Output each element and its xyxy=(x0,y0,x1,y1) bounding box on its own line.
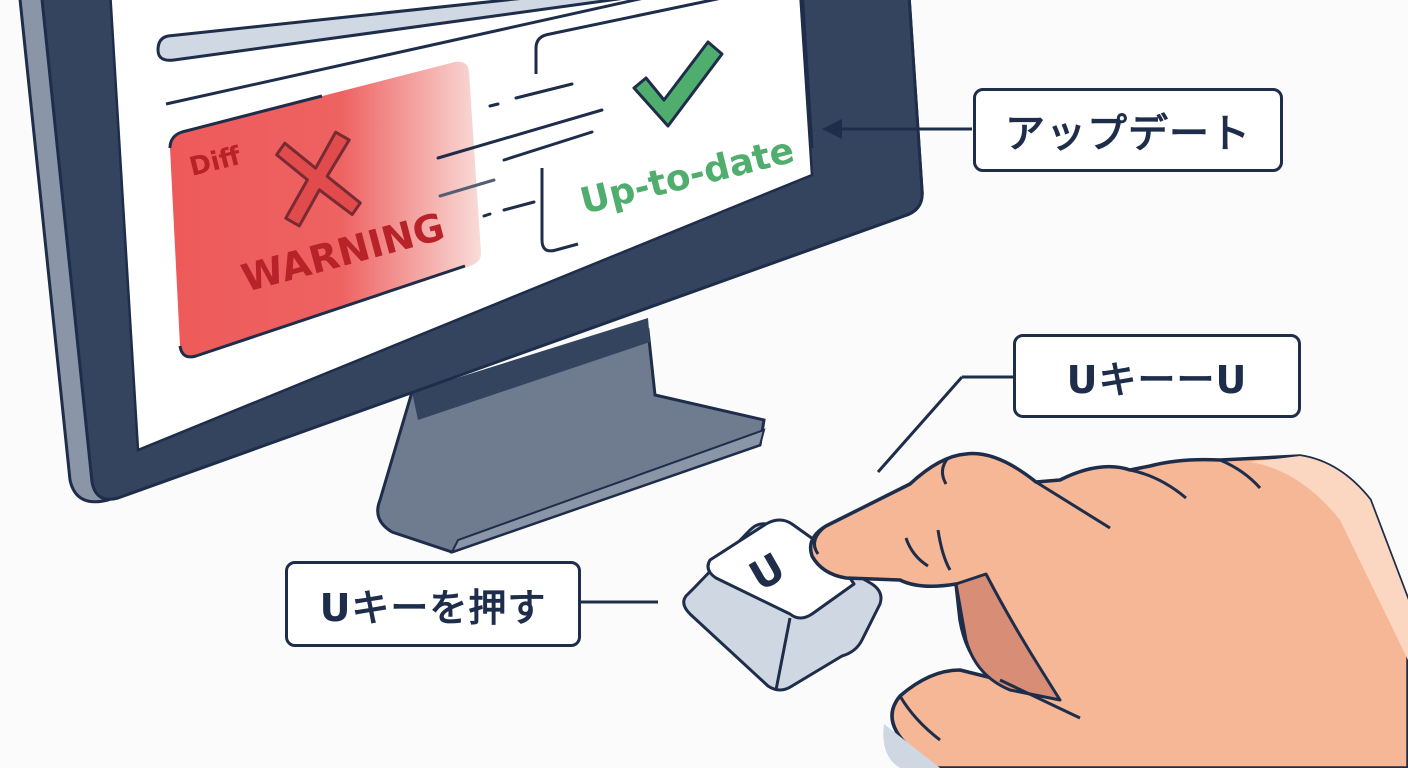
update-arrow xyxy=(822,119,972,139)
screen-content xyxy=(156,0,642,106)
monitor-stand xyxy=(376,318,766,554)
update-callout-text: アップデート xyxy=(1005,111,1251,157)
x-mark-icon xyxy=(275,130,362,228)
hand xyxy=(808,451,1408,768)
key-name-leader xyxy=(876,376,964,473)
update-callout: アップデート xyxy=(973,88,1283,172)
address-bar xyxy=(156,0,622,62)
press-key-callout: Uキーを押す xyxy=(285,561,581,647)
key-name-callout-text: UキーーU xyxy=(1066,357,1248,402)
motion-lines xyxy=(436,82,604,218)
key-name-callout: UキーーU xyxy=(1013,334,1301,418)
press-key-callout-text: Uキーを押す xyxy=(319,585,547,630)
checkmark-icon xyxy=(632,40,724,128)
warning-panel: Diff WARNING xyxy=(168,61,482,359)
